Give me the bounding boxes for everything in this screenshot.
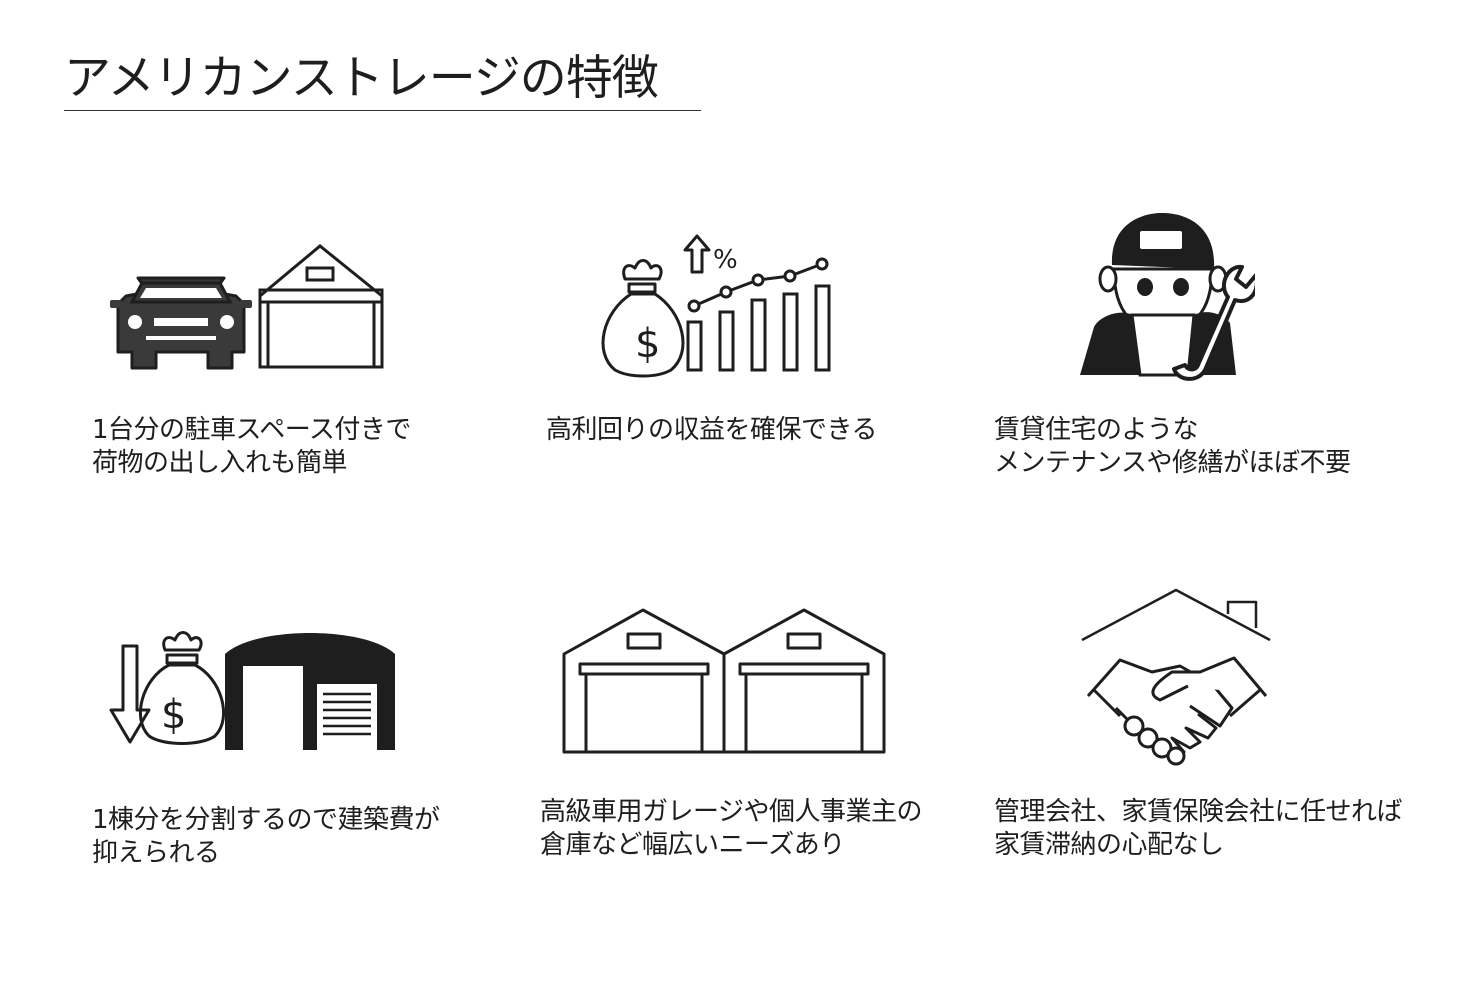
money-bag-down-arrow-building-icon: $ [105,622,400,752]
roof-icon [1081,588,1271,642]
storage-building-icon [225,633,395,750]
car-icon [110,276,252,370]
handshake-under-roof-icon [1080,588,1275,773]
cap-icon [1111,213,1215,269]
feature-caption-cost: 1棟分を分割するので建築費が 抑えられる [92,805,440,868]
bar-chart-icon [686,257,831,372]
svg-text:$: $ [161,692,186,738]
mechanic-with-wrench-icon [1070,205,1255,390]
garage-left-icon [562,608,726,754]
title-underline [64,110,701,111]
percent-sign: % [713,245,738,275]
garage-icon [258,244,384,369]
feature-caption-management: 管理会社、家賃保険会社に任せれば 家賃滞納の心配なし [994,797,1403,860]
up-arrow-icon [683,234,711,274]
money-bag-icon: $ [138,631,226,745]
feature-caption-maintenance: 賃貸住宅のような メンテナンスや修繕がほぼ不要 [994,415,1351,478]
twin-garages-icon [562,606,887,756]
page-title: アメリカンストレージの特徴 [64,51,659,106]
car-and-garage-icon [110,240,390,375]
handshake-icon [1086,656,1268,766]
wrench-icon [1172,264,1255,381]
svg-text:$: $ [635,321,660,367]
money-bag-icon: $ [601,259,685,378]
feature-caption-parking: 1台分の駐車スペース付きで 荷物の出し入れも簡単 [92,415,411,478]
down-arrow-icon [109,644,151,744]
garage-right-icon [723,608,886,754]
feature-caption-needs: 高級車用ガレージや個人事業主の 倉庫など幅広いニーズあり [540,797,922,860]
money-bag-rising-chart-icon: $ % [595,232,840,382]
feature-caption-yield: 高利回りの収益を確保できる [546,415,877,445]
